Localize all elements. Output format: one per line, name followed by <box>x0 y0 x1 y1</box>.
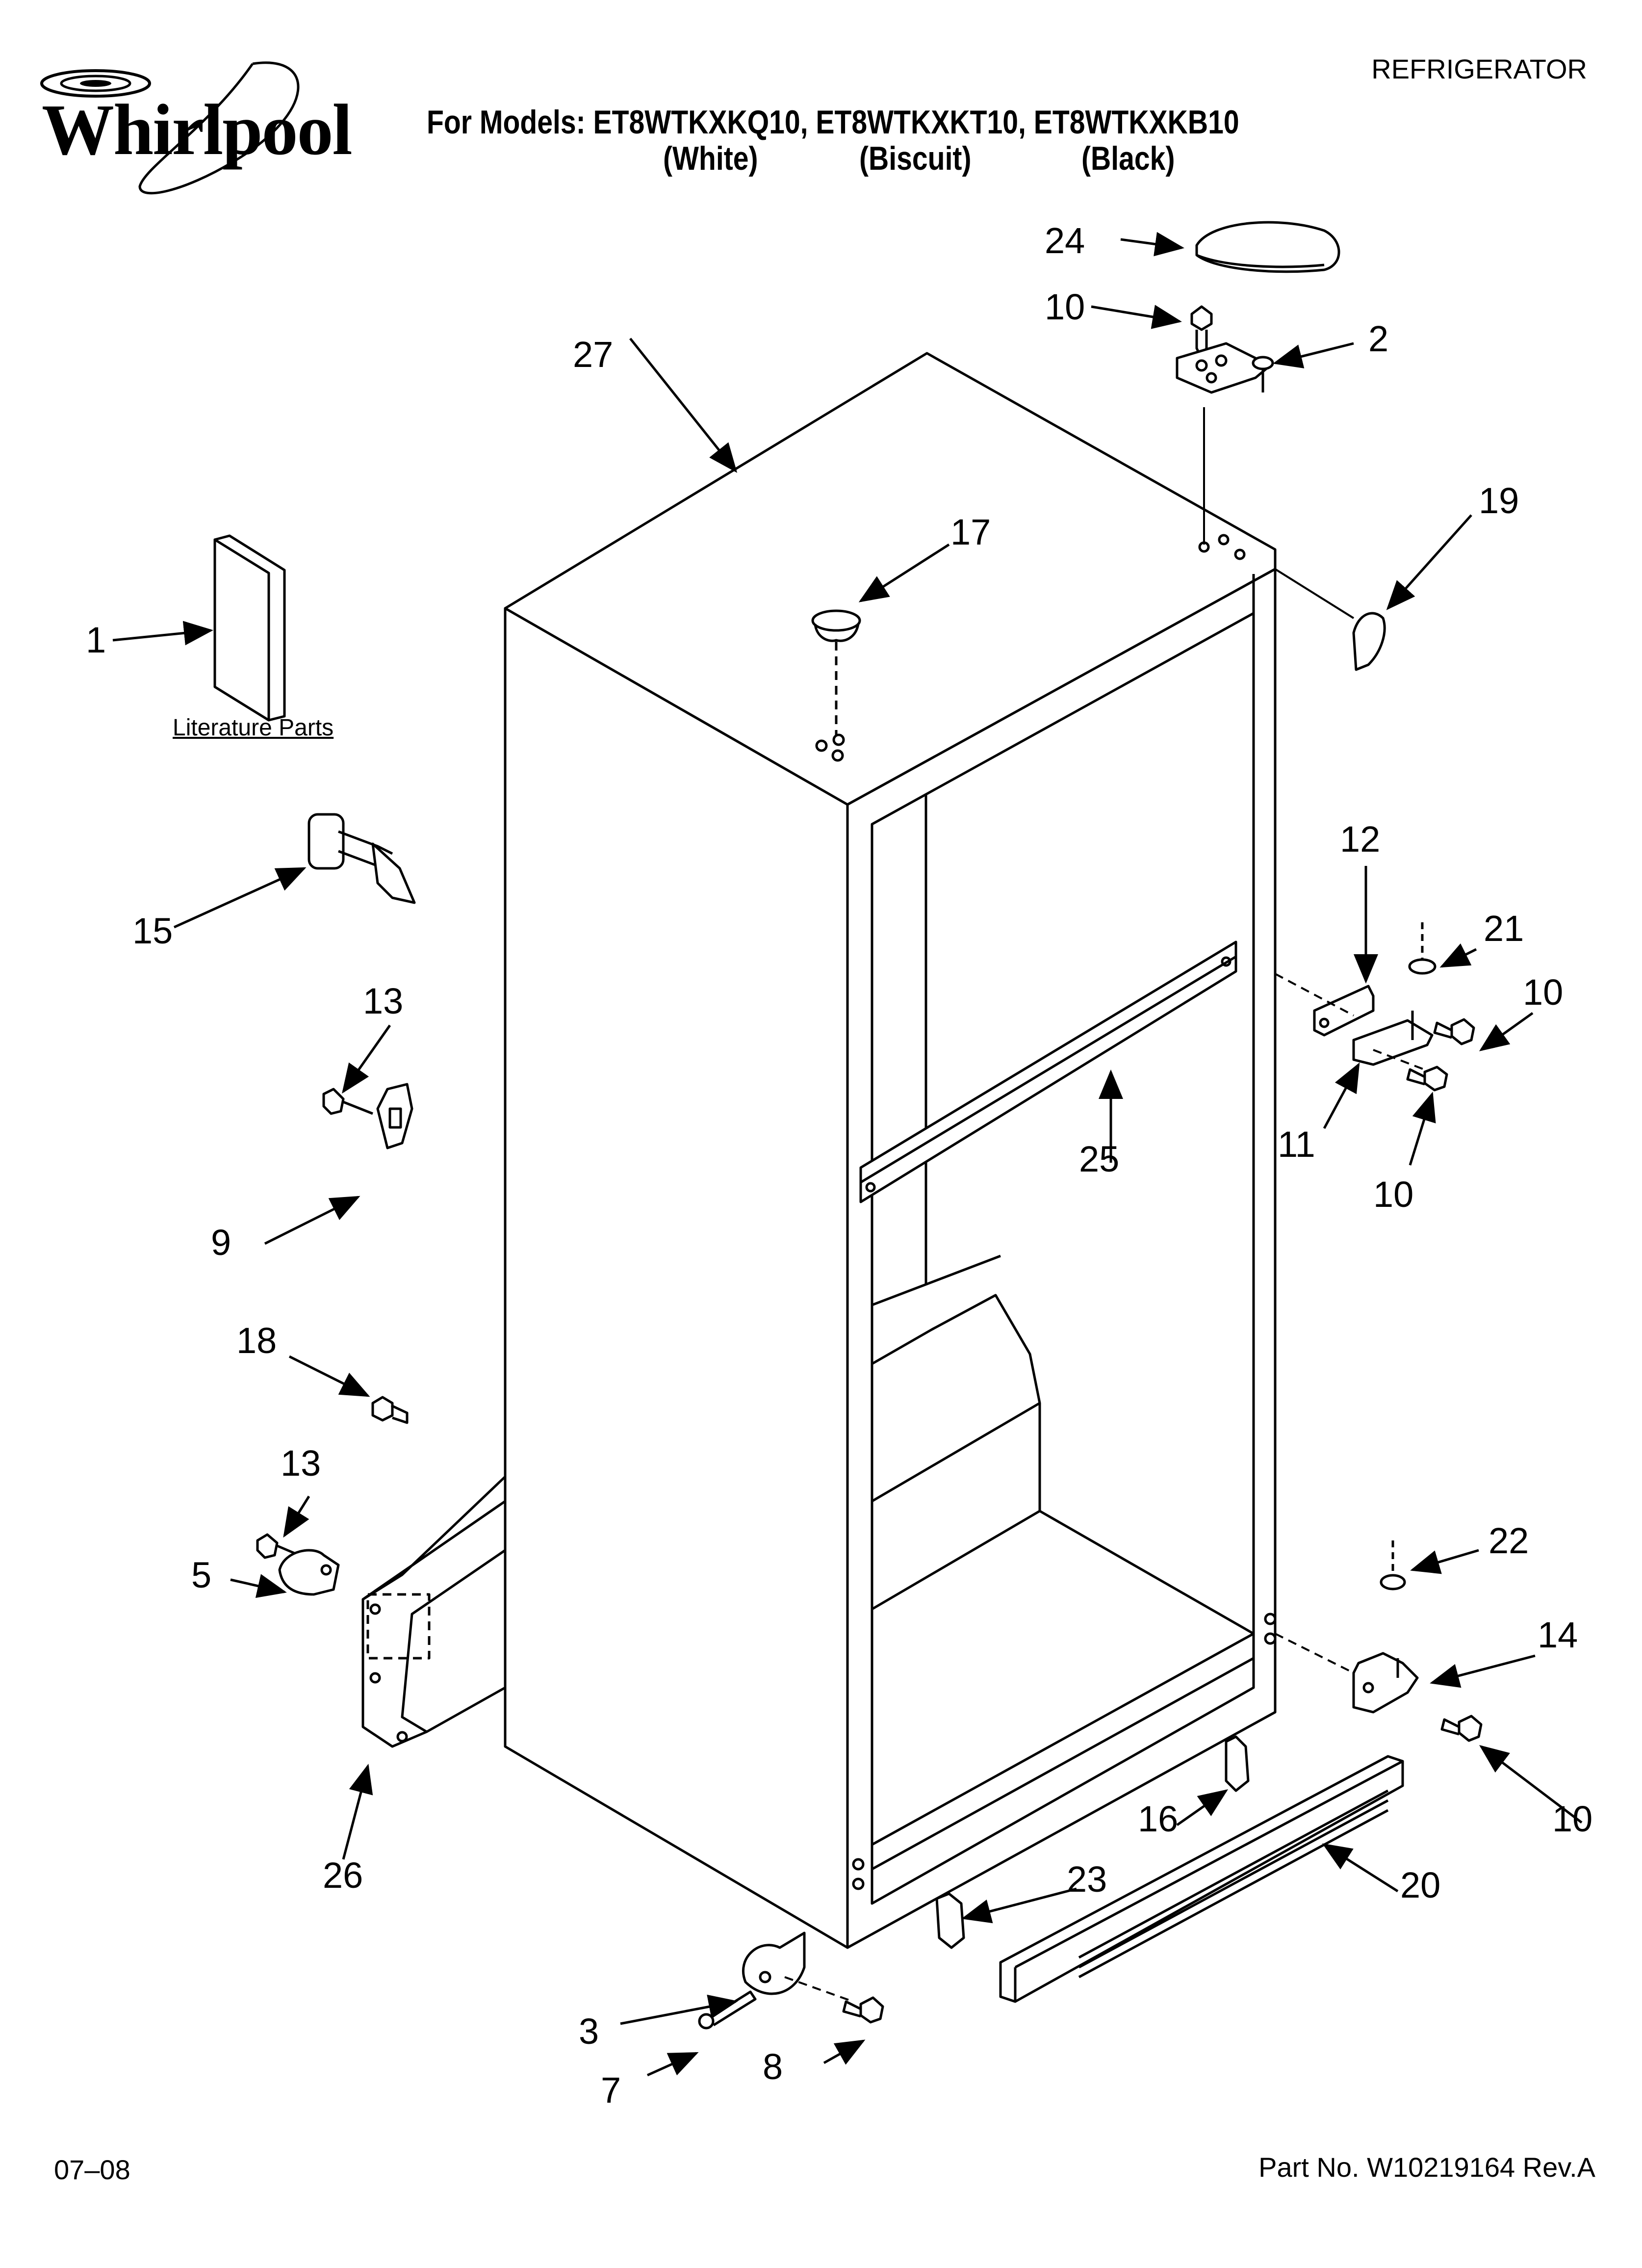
callout-19: 19 <box>1479 480 1519 521</box>
callout-23: 23 <box>1067 1859 1107 1900</box>
literature-parts-label: Literature Parts <box>173 715 334 741</box>
document-type: REFRIGERATOR <box>1371 53 1587 84</box>
callout-13: 13 <box>363 981 404 1021</box>
grille-clip-part-23 <box>935 1892 965 1949</box>
leader-arrows <box>112 232 1583 2077</box>
callout-22: 22 <box>1488 1520 1529 1561</box>
top-hinge-part-2 <box>1176 342 1274 394</box>
callout-25: 25 <box>1079 1139 1120 1179</box>
model-list: For Models: ET8WTKXKQ10, ET8WTKXKT10, ET… <box>427 104 1239 141</box>
callout-15: 15 <box>132 911 173 951</box>
clamp-part-5 <box>278 1549 340 1596</box>
callout-3: 3 <box>579 2011 599 2052</box>
literature-booklet-part-1 <box>213 534 286 722</box>
color-white: (White) <box>663 140 758 177</box>
callout-8: 8 <box>763 2046 783 2087</box>
logo-swirl-graphic <box>40 61 300 195</box>
clip-part-9 <box>376 1083 413 1149</box>
screw-part-18 <box>371 1396 409 1424</box>
brand-wordmark: Whirlpool <box>42 90 353 170</box>
screw-part-8 <box>842 1996 884 2024</box>
callout-1: 1 <box>86 620 106 660</box>
revision-date: 07–08 <box>54 2154 130 2185</box>
callout-17: 17 <box>950 512 991 552</box>
screw-part-10-right-a <box>1433 1018 1475 1045</box>
pin-part-7 <box>698 1990 757 2030</box>
callout-20: 20 <box>1400 1865 1441 1905</box>
callout-24: 24 <box>1045 220 1085 261</box>
screw-part-10-lower <box>1440 1715 1483 1742</box>
whirlpool-logo: Whirlpool <box>22 54 353 211</box>
callout-7: 7 <box>601 2070 621 2111</box>
callout-14: 14 <box>1538 1615 1578 1655</box>
callout-9: 9 <box>211 1222 231 1263</box>
callout-13: 13 <box>281 1443 321 1484</box>
crossbar-part-25 <box>859 940 1237 1203</box>
callout-26: 26 <box>323 1855 363 1896</box>
hinge-pin-cover-part-19 <box>1352 612 1386 671</box>
callout-27: 27 <box>573 334 614 375</box>
toe-grille-part-20 <box>999 1755 1404 2003</box>
callout-10: 10 <box>1552 1799 1593 1839</box>
callout-5: 5 <box>191 1555 212 1595</box>
leveling-leg-part-3 <box>742 1931 806 1995</box>
color-biscuit: (Biscuit) <box>859 140 972 177</box>
callout-11: 11 <box>1278 1124 1315 1165</box>
callout-18: 18 <box>236 1320 277 1361</box>
cabinet-part-27 <box>504 352 1277 1949</box>
callout-12: 12 <box>1340 819 1381 860</box>
door-stop-part-15 <box>308 813 416 904</box>
screw-part-13-upper <box>322 1088 373 1115</box>
grille-clip-part-16 <box>1225 1735 1250 1792</box>
part-number: Part No. W10219164 Rev.A <box>1258 2152 1595 2183</box>
callout-21: 21 <box>1484 908 1524 949</box>
washer-part-22 <box>1380 1540 1406 1590</box>
hinge-cover-part-24 <box>1195 221 1340 273</box>
washer-part-21 <box>1408 922 1437 975</box>
top-plug-part-17 <box>811 609 861 736</box>
callout-2: 2 <box>1368 318 1389 359</box>
callout-10: 10 <box>1045 287 1085 327</box>
callout-10: 10 <box>1373 1174 1414 1215</box>
screw-part-13-lower <box>256 1533 300 1559</box>
bottom-hinge-part-14 <box>1352 1652 1419 1714</box>
callout-16: 16 <box>1138 1799 1179 1839</box>
hinge-plate-part-11 <box>1352 1011 1434 1066</box>
color-black: (Black) <box>1081 140 1175 177</box>
screw-part-10-right-b <box>1406 1066 1448 1092</box>
side-panel-part-26 <box>361 1475 507 1748</box>
callout-10: 10 <box>1523 972 1564 1013</box>
